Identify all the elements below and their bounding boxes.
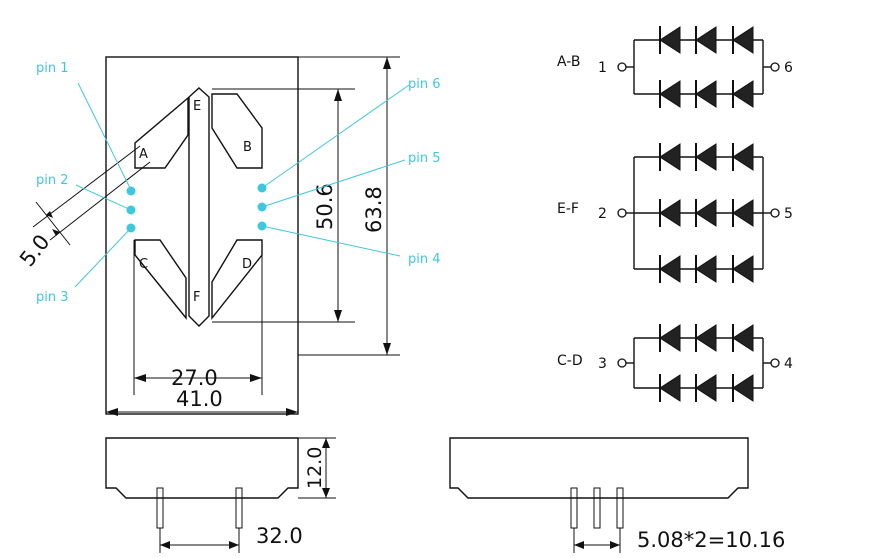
- led-diode-icon: [732, 26, 754, 54]
- dim-segment-width: 5.0: [15, 230, 54, 271]
- led-diode-icon: [659, 143, 681, 171]
- front-view: A B C D E F 5.0 50.6 63.8 27.0 41.0: [15, 56, 400, 416]
- led-diode-icon: [659, 324, 681, 352]
- led-diode-icon: [732, 324, 754, 352]
- terminal-right: [770, 358, 780, 368]
- led-diode-icon: [695, 199, 717, 227]
- led-diode-icon: [695, 255, 717, 283]
- led-circuits: A-B 1 6E-F 2 5C-D 3 4: [557, 26, 793, 402]
- dim-outer-width: 41.0: [176, 387, 223, 411]
- dim-pin-pitch: 5.08*2=10.16: [637, 528, 785, 552]
- led-diode-icon: [659, 255, 681, 283]
- segment-b-label: B: [243, 140, 252, 155]
- led-diode-icon: [695, 324, 717, 352]
- led-diode-icon: [659, 26, 681, 54]
- pin1-label: pin 1: [36, 61, 69, 76]
- pin2-dot: [126, 205, 136, 215]
- pin3-label: pin 3: [36, 290, 69, 305]
- pin6-label: pin 6: [408, 77, 441, 92]
- segment-b: [211, 93, 263, 169]
- pin6-dot: [257, 183, 267, 193]
- circuit-left-pin: 3: [598, 356, 607, 372]
- circuit-left-pin: 1: [598, 60, 607, 76]
- circuit-right-pin: 5: [784, 206, 793, 222]
- pin4-label: pin 4: [408, 252, 441, 267]
- dim-depth: 12.0: [304, 447, 326, 489]
- dim-row-spacing: 32.0: [256, 524, 303, 548]
- circuit-right-pin: 6: [784, 60, 793, 76]
- terminal-right: [770, 62, 780, 72]
- segment-d: [211, 239, 263, 321]
- led-diode-icon: [732, 199, 754, 227]
- segment-a-label: A: [139, 147, 148, 162]
- led-diode-icon: [659, 199, 681, 227]
- led-diode-icon: [695, 26, 717, 54]
- terminal-left: [617, 208, 627, 218]
- led-diode-icon: [695, 80, 717, 108]
- terminal-left: [617, 358, 627, 368]
- dim-outer-height: 63.8: [362, 186, 386, 233]
- pin5-dot: [257, 202, 267, 212]
- terminal-right: [770, 208, 780, 218]
- led-diode-icon: [695, 374, 717, 402]
- pin1-dot: [126, 186, 136, 196]
- side-view-left: 12.0 32.0: [105, 437, 336, 553]
- pin5-label: pin 5: [408, 151, 441, 166]
- terminal-left: [617, 62, 627, 72]
- segment-c: [134, 239, 187, 320]
- pin2-label: pin 2: [36, 173, 69, 188]
- dim-inner-width: 27.0: [171, 366, 218, 390]
- circuit-right-pin: 4: [784, 356, 793, 372]
- led-diode-icon: [732, 143, 754, 171]
- led-diode-icon: [732, 80, 754, 108]
- led-diode-icon: [732, 255, 754, 283]
- circuit-left-pin: 2: [598, 206, 607, 222]
- circuit-name: E-F: [557, 201, 579, 217]
- display-outline: [105, 56, 299, 415]
- dim-inner-height: 50.6: [313, 183, 337, 230]
- circuit-name: C-D: [557, 353, 583, 369]
- segment-d-label: D: [242, 257, 252, 272]
- segment-a: [134, 96, 189, 169]
- segment-center-bar: [188, 87, 210, 327]
- led-diode-icon: [659, 80, 681, 108]
- segment-c-label: C: [139, 257, 148, 272]
- segment-f-label: F: [193, 290, 200, 305]
- led-diode-icon: [659, 374, 681, 402]
- circuit-name: A-B: [557, 54, 580, 70]
- led-diode-icon: [695, 143, 717, 171]
- pin4-dot: [257, 221, 267, 231]
- led-diode-icon: [732, 374, 754, 402]
- segment-e-label: E: [193, 99, 201, 114]
- pin3-dot: [126, 223, 136, 233]
- side-view-right: 5.08*2=10.16: [449, 437, 785, 553]
- pin-annotations: pin 1 pin 2 pin 3 pin 4 pin 5 pin 6: [36, 61, 441, 305]
